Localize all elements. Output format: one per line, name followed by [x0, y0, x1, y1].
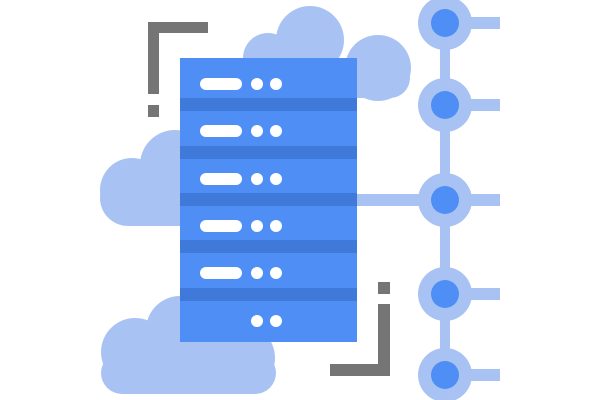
network-node-icon-1: [418, 0, 472, 50]
server-unit-slot: [200, 220, 242, 232]
server-led: [270, 125, 282, 137]
server-unit-slot: [200, 173, 242, 185]
server-unit-2: [200, 125, 282, 137]
server-led: [251, 267, 263, 279]
server-unit-3: [200, 173, 282, 185]
server-led: [270, 315, 282, 327]
network-node-icon-3: [418, 173, 472, 227]
network-node-icon-4: [418, 267, 472, 321]
network-node-icon-5: [418, 348, 472, 400]
network-node-icon-2: [418, 78, 472, 132]
server-led: [270, 173, 282, 185]
server-led: [270, 267, 282, 279]
server-led: [251, 125, 263, 137]
server-unit-slot: [200, 78, 242, 90]
server-led: [251, 173, 263, 185]
server-led: [270, 78, 282, 90]
server-unit-6: [251, 315, 282, 327]
server-unit-slot: [200, 125, 242, 137]
corner-bracket-icon-top-left: [148, 22, 208, 117]
server-unit-5: [200, 267, 282, 279]
server-led: [270, 220, 282, 232]
server-rack-icon: [180, 58, 357, 342]
server-unit-slot: [200, 267, 242, 279]
server-led: [251, 220, 263, 232]
corner-bracket-icon-bottom-right: [330, 282, 390, 376]
server-led: [251, 315, 263, 327]
server-unit-4: [200, 220, 282, 232]
server-unit-1: [200, 78, 282, 90]
server-dividers: [180, 98, 357, 301]
server-led: [251, 78, 263, 90]
